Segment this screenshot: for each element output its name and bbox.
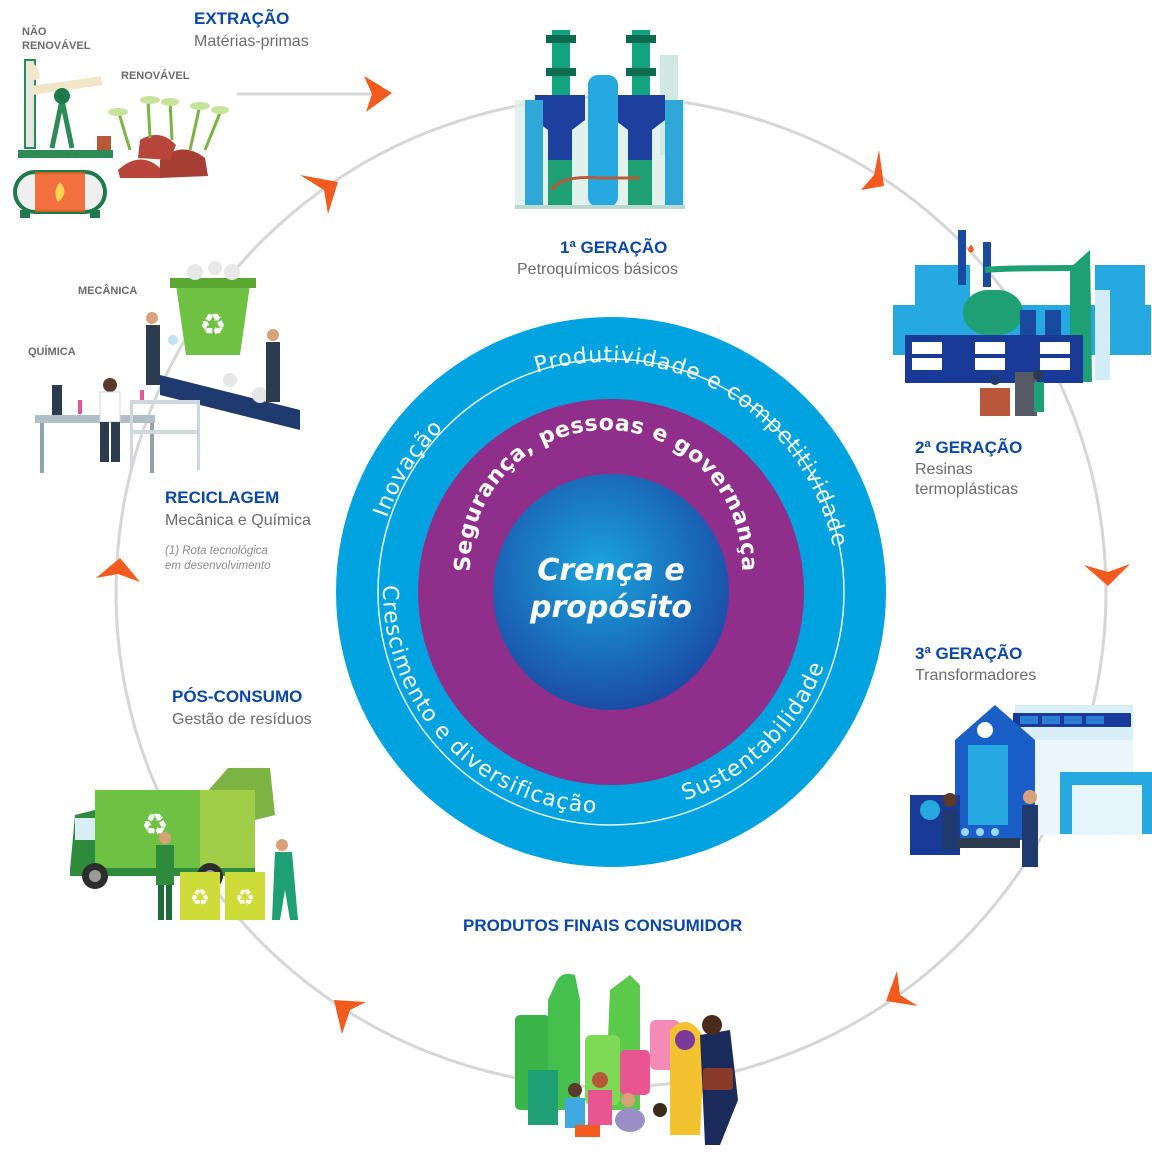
gen3-subtitle: Transformadores	[915, 667, 1037, 684]
svg-text:♻: ♻	[190, 886, 210, 911]
outer-ring-guide	[377, 358, 845, 826]
core-text-line2: propósito	[529, 590, 692, 625]
refinery-icon	[515, 30, 685, 209]
garbage-truck-icon: ♻	[70, 768, 298, 920]
gen2-title: 2ª GERAÇÃO	[915, 438, 1023, 457]
resin-plant-icon	[893, 230, 1151, 416]
factory-icon	[910, 705, 1152, 867]
post-consumer-title: PÓS-CONSUMO	[172, 687, 303, 706]
final-products-title: PRODUTOS FINAIS CONSUMIDOR	[463, 916, 743, 935]
sugarcane-icon	[108, 96, 229, 178]
extraction-title: EXTRAÇÃO	[194, 9, 290, 28]
laboratory-icon	[35, 378, 200, 473]
tag-non-renewable-line2: RENOVÁVEL	[22, 40, 91, 52]
gen2-subtitle-line1: Resinas	[915, 461, 973, 478]
recycling-title: RECICLAGEM	[165, 488, 280, 507]
gen2-subtitle-line2: termoplásticas	[915, 481, 1019, 498]
recycling-bin-icon: ♻ ♻	[180, 872, 265, 920]
tag-chemical: QUÍMICA	[28, 346, 76, 358]
arrow-icon	[886, 971, 918, 1006]
gen3-title: 3ª GERAÇÃO	[915, 644, 1023, 663]
core-text-line1: Crença e	[537, 553, 684, 588]
arrow-icon	[364, 76, 392, 112]
gen1-title: 1ª GERAÇÃO	[560, 238, 668, 257]
gen1-subtitle: Petroquímicos básicos	[517, 261, 678, 278]
tag-mechanical: MECÂNICA	[78, 285, 138, 297]
post-consumer-subtitle: Gestão de resíduos	[172, 711, 312, 728]
tag-renewable: RENOVÁVEL	[121, 70, 190, 82]
oil-pump-icon	[18, 59, 113, 158]
arrow-icon	[334, 1000, 366, 1034]
extraction-subtitle: Matérias-primas	[194, 33, 309, 50]
tag-non-renewable-line1: NÃO	[22, 26, 47, 38]
core-circle	[493, 474, 729, 710]
svg-text:♻: ♻	[235, 886, 255, 911]
svg-text:♻: ♻	[200, 308, 227, 343]
cycle-arrows	[96, 76, 1130, 1034]
arrow-icon	[1084, 564, 1130, 586]
arrow-icon	[96, 558, 140, 582]
arrow-icon	[300, 175, 338, 214]
consumer-products-icon	[515, 973, 738, 1145]
arrow-icon	[861, 150, 884, 190]
recycling-bin-icon: ♻	[146, 261, 300, 430]
gas-tank-icon	[13, 170, 107, 218]
recycling-note-line2: em desenvolvimento	[165, 560, 271, 572]
recycling-subtitle: Mecânica e Química	[165, 512, 311, 529]
recycling-note-line1: (1) Rota tecnológica	[165, 545, 268, 557]
